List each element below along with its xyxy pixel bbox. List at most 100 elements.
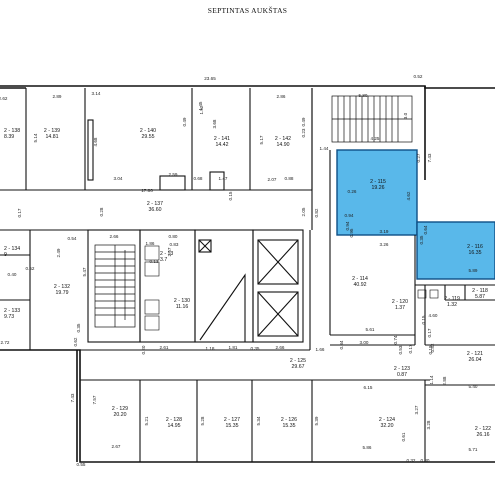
dimension-label: 7.57 — [92, 395, 97, 404]
room-area-2-114: 40.92 — [354, 282, 367, 288]
dimension-label: 0.80 — [421, 458, 430, 463]
dimension-label: 5.21 — [144, 416, 149, 425]
dimension-label: 2.86 — [277, 94, 286, 99]
dimension-label: 0.35 — [419, 235, 424, 244]
room-id-2-123: 2 - 123 — [394, 366, 410, 372]
dimension-label: 0.27 — [416, 153, 421, 162]
dimension-label: 5.80 — [359, 93, 368, 98]
dimension-label: 5.47 — [82, 267, 87, 276]
right-stairs — [331, 95, 413, 143]
dimension-label: 0.94 — [345, 213, 354, 218]
room-area-2-126: 15.35 — [283, 423, 296, 429]
dimension-label: 2.67 — [112, 444, 121, 449]
dimension-label: 0.20 — [141, 345, 146, 354]
dimension-label: 5.39 — [314, 416, 319, 425]
room-area-2-127: 15.35 — [226, 423, 239, 429]
dimension-label: 0.55 — [77, 462, 86, 467]
dimension-label: 2.49 — [56, 248, 61, 257]
dimension-label: 5.34 — [256, 416, 261, 425]
room-area-2-130: 11.16 — [176, 304, 189, 310]
dimension-label: 2.66 — [276, 345, 285, 350]
room-id-2-114: 2 - 114 — [352, 276, 368, 282]
dimension-label: 0.28 — [99, 207, 104, 216]
room-id-2-116: 2 - 116 — [467, 244, 483, 250]
room-area-2-140: 29.55 — [142, 134, 155, 140]
dimension-label: 4.62 — [406, 191, 411, 200]
dimension-label: 2.66 — [110, 234, 119, 239]
dimension-label: 0.88 — [285, 176, 294, 181]
room-2-116-highlight[interactable] — [416, 221, 495, 280]
room-area-2-122: 26.16 — [477, 432, 490, 438]
dimension-label: 0.15 — [228, 191, 233, 200]
dimension-label: 7.43 — [70, 393, 75, 402]
dimension-label: 0.17 — [17, 208, 22, 217]
dimension-label: 0.62 — [73, 337, 78, 346]
room-id-2-132: 2 - 132 — [54, 284, 70, 290]
room-id-2-119: 2 - 119 — [444, 296, 460, 302]
dimension-label: 1.66 — [316, 347, 325, 352]
dimension-label: 5.71 — [469, 447, 478, 452]
dimension-label: 2.62 — [0, 96, 8, 101]
room-id-2-13: 2 - 13 — [160, 251, 173, 257]
dimension-label: 4.25 — [371, 136, 380, 141]
room-id-2-130: 2 - 130 — [174, 298, 190, 304]
room-id-2-139: 2 - 139 — [44, 128, 60, 134]
dimension-label: 17.86 — [141, 188, 153, 193]
room-2-115-highlight[interactable] — [336, 149, 418, 236]
dimension-label: 0.68 — [194, 176, 203, 181]
room-area-2-139: 14.81 — [46, 134, 59, 140]
dimension-label: 0.40 — [8, 272, 17, 277]
dimension-label: 4.60 — [429, 313, 438, 318]
room-id-2-118: 2 - 118 — [472, 288, 488, 294]
room-area-2-123: 0.87 — [397, 372, 407, 378]
dimension-label: 1.81 — [229, 345, 238, 350]
dimension-label: 0.17 — [408, 344, 413, 353]
dimension-label: 2.61 — [160, 345, 169, 350]
dimension-label: 3.28 — [426, 420, 431, 429]
dimension-label: 5.89 — [469, 268, 478, 273]
dimension-label: 6.15 — [364, 385, 373, 390]
dimension-label: 3.0 — [403, 112, 408, 119]
dimension-label: 3.26 — [380, 242, 389, 247]
dimension-label: 3.00 — [360, 340, 369, 345]
dimension-label: 0.83 — [170, 242, 179, 247]
room-area-2-128: 14.95 — [168, 423, 181, 429]
dimension-label: 2.07 — [268, 177, 277, 182]
room-area-2-141: 14.42 — [216, 142, 229, 148]
dimension-label: 2.57 — [167, 247, 172, 256]
room-area-2-121: 26.04 — [469, 357, 482, 363]
dimension-label: 0.13 — [150, 259, 159, 264]
dimension-label: 0.74 — [393, 335, 398, 344]
dimension-label: 0.49 — [301, 117, 306, 126]
room-area-2-115: 19.26 — [372, 185, 385, 191]
room-id-2-124: 2 - 124 — [379, 417, 395, 423]
room-area-2-125: 29.67 — [292, 364, 305, 370]
dimension-label: 1.44 — [320, 146, 329, 151]
dimension-label: 3.04 — [114, 176, 123, 181]
floor-title: SEPTINTAS AUKŠTAS — [207, 6, 288, 15]
dimension-label: 0.34 — [339, 340, 344, 349]
room-area-2-133: 9.73 — [4, 314, 14, 320]
dimension-label: 3.68 — [212, 119, 217, 128]
dimension-label: 0.80 — [169, 234, 178, 239]
dimension-label: 1.86 — [146, 241, 155, 246]
room-id-2-127: 2 - 127 — [224, 417, 240, 423]
dimension-label: 0.35 — [251, 346, 260, 351]
dimension-label: 1.45 — [198, 101, 203, 110]
room-area-2-124: 32.20 — [381, 423, 394, 429]
room-id-2-134: 2 - 134 — [4, 246, 20, 252]
dimension-label: 0.32 — [407, 458, 416, 463]
dimension-label: 0.53 — [398, 345, 403, 354]
room-id-2-133: 2 - 133 — [4, 308, 20, 314]
dimension-label: 0.94 — [345, 221, 350, 230]
central-core-walls — [0, 229, 311, 351]
room-id-2-142: 2 - 142 — [275, 136, 291, 142]
dimension-label: 3.27 — [414, 405, 419, 414]
dimension-label: 5.61 — [366, 327, 375, 332]
room-id-2-120: 2 - 120 — [392, 299, 408, 305]
dimension-label: 3.14 — [92, 91, 101, 96]
room-id-2-125: 2 - 125 — [290, 358, 306, 364]
room-id-2-122: 2 - 122 — [475, 426, 491, 432]
dimension-label: 0.61 — [401, 432, 406, 441]
dimension-label: 2.05 — [301, 207, 306, 216]
